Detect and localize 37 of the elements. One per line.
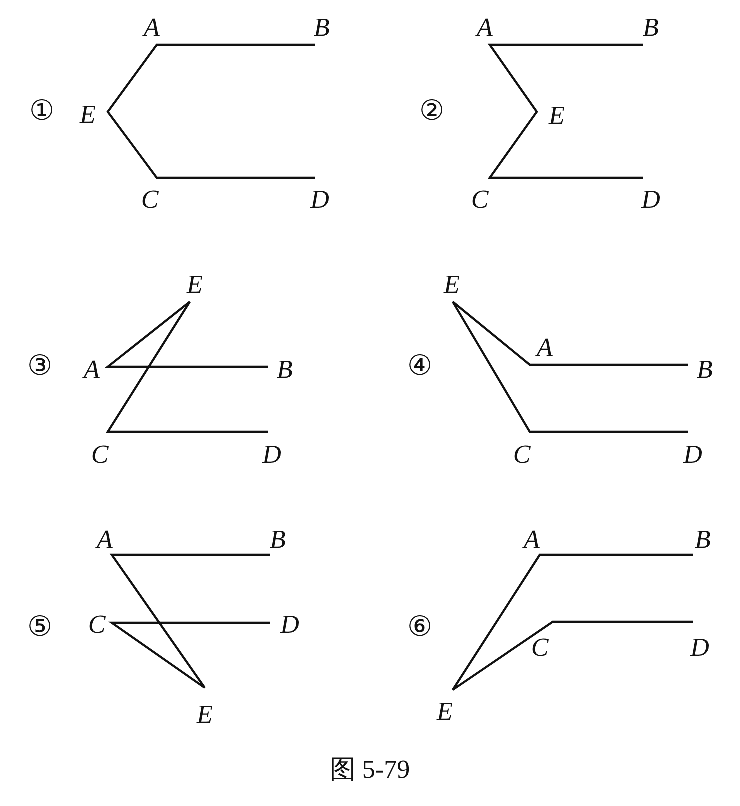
point-label: E [197, 702, 213, 728]
point-label: C [471, 187, 489, 213]
point-label: C [88, 612, 106, 638]
point-label: E [437, 699, 453, 725]
point-label: D [280, 612, 300, 638]
figure-caption: 图 5-79 [330, 757, 410, 783]
point-label: D [684, 442, 702, 468]
point-label: C [91, 442, 109, 468]
figure-number: ④ [408, 353, 432, 381]
point-label: A [97, 527, 113, 553]
point-label: E [187, 272, 203, 298]
point-label: E [549, 103, 565, 129]
point-label: B [314, 15, 330, 41]
point-label: A [84, 357, 100, 383]
point-label: B [270, 527, 286, 553]
figure-number: ② [420, 98, 444, 126]
point-label: A [144, 15, 160, 41]
point-label: C [531, 635, 549, 661]
figure-number: ⑥ [408, 614, 432, 642]
point-label: D [310, 187, 330, 213]
point-label: B [643, 15, 659, 41]
point-label: B [697, 357, 713, 383]
point-label: D [690, 635, 710, 661]
figure-number: ① [30, 98, 54, 126]
figure-number: ⑤ [28, 614, 52, 642]
point-label: A [477, 15, 493, 41]
point-label: E [444, 272, 460, 298]
point-label: B [695, 527, 711, 553]
figure-number: ③ [28, 353, 52, 381]
point-label: C [141, 187, 159, 213]
point-label: E [80, 102, 96, 128]
point-label: B [277, 357, 293, 383]
point-label: A [524, 527, 540, 553]
point-label: D [642, 187, 660, 213]
point-label: A [537, 335, 553, 361]
point-label: D [262, 442, 282, 468]
point-label: C [513, 442, 531, 468]
